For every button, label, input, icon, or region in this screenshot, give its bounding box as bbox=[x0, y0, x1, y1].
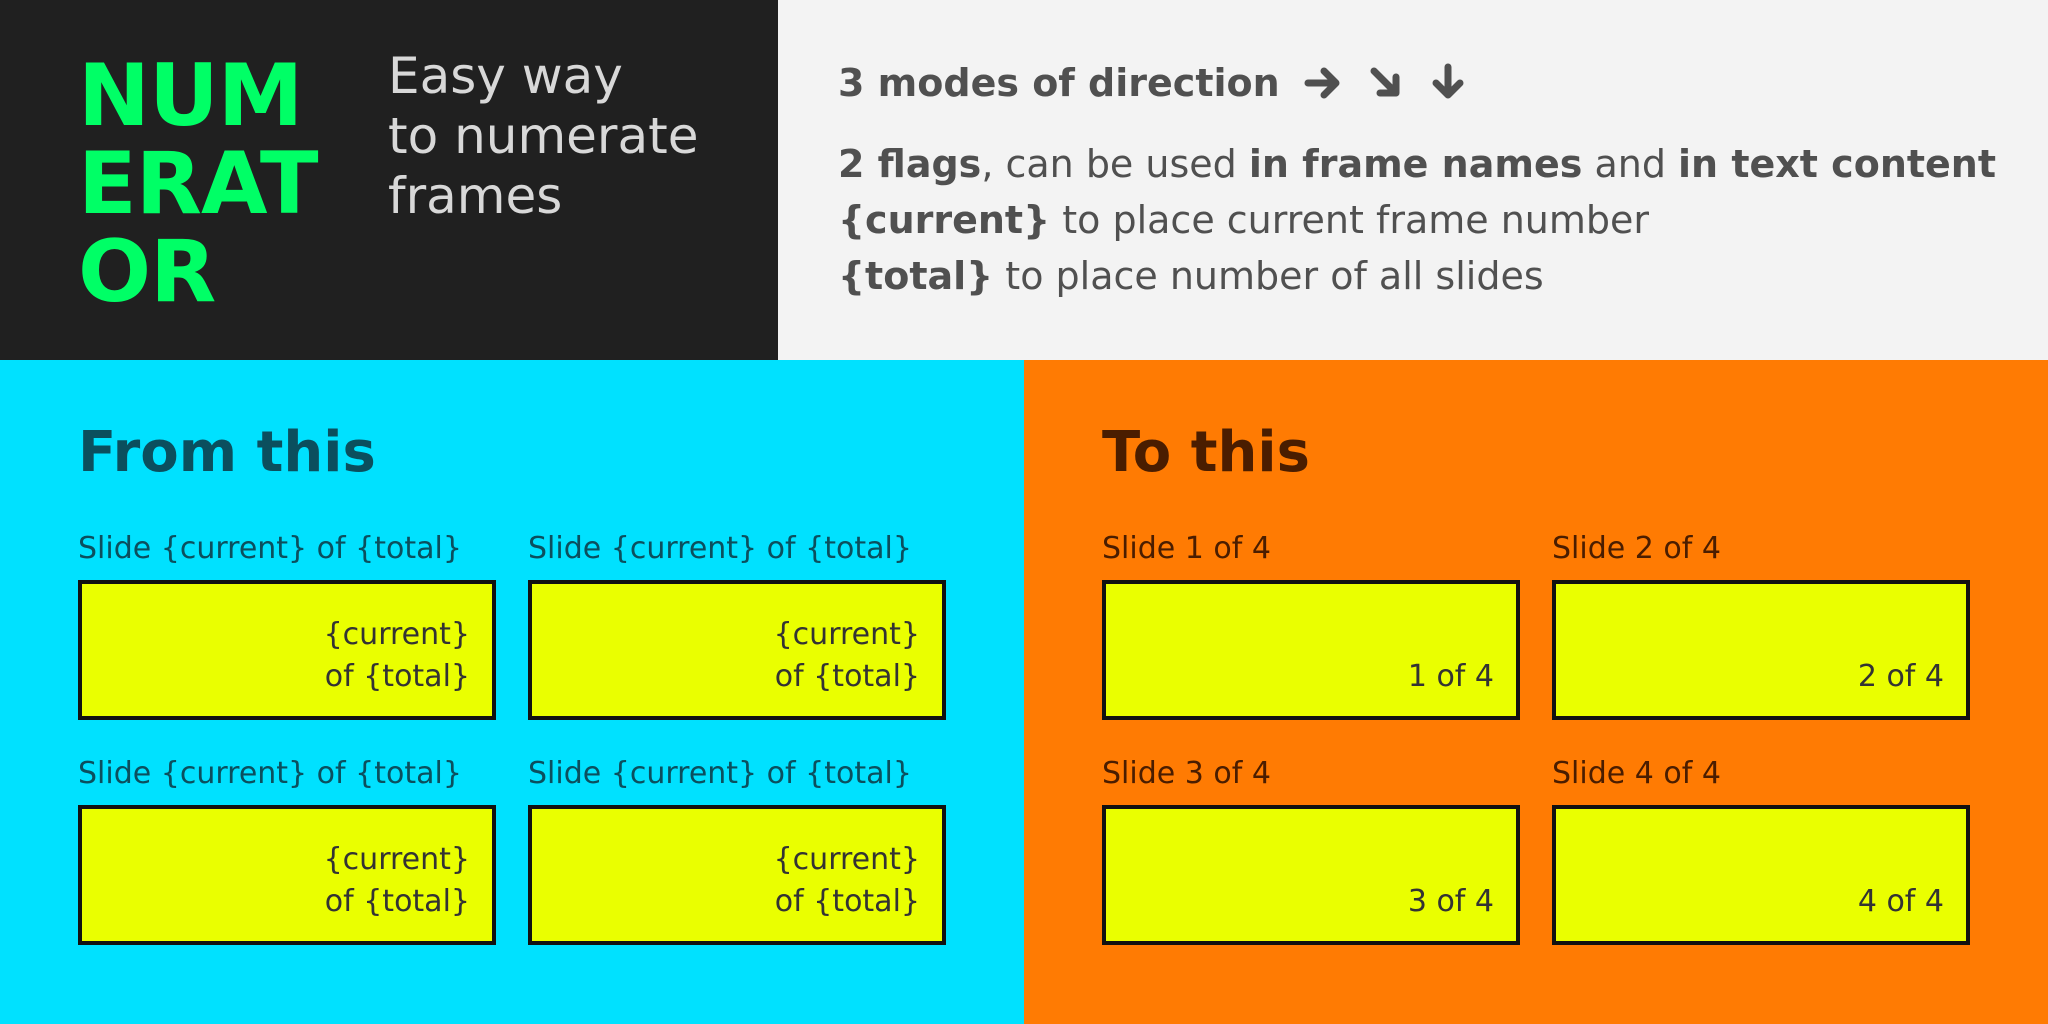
modes-text: 3 modes of direction bbox=[838, 61, 1280, 105]
logo-line: OR bbox=[78, 222, 216, 322]
slide-text: 2 of 4 bbox=[1857, 659, 1944, 694]
total-flag-line: {total} to place number of all slides bbox=[838, 248, 1996, 304]
tagline: Easy way to numerate frames bbox=[388, 46, 768, 226]
tagline-line: frames bbox=[388, 167, 563, 225]
header-dark-block bbox=[0, 0, 778, 360]
direction-icons bbox=[1302, 61, 1488, 105]
total-flag: {total} bbox=[838, 254, 994, 298]
slide-text: 1 of 4 bbox=[1407, 659, 1494, 694]
slide-text: {current} of {total} bbox=[774, 614, 920, 698]
current-flag-line: {current} to place current frame number bbox=[838, 192, 1996, 248]
flags-info: 2 flags, can be used in frame names and … bbox=[838, 136, 1996, 304]
header-light-block bbox=[778, 0, 2048, 360]
slide-text-line: of {total} bbox=[324, 884, 470, 919]
slide-label: Slide {current} of {total} bbox=[78, 531, 462, 566]
slide-frame: {current} of {total} bbox=[528, 805, 946, 945]
slide-text-line: {current} bbox=[773, 842, 920, 877]
flags-text: and bbox=[1582, 142, 1679, 186]
slide-text: 4 of 4 bbox=[1857, 884, 1944, 919]
slide-frame: {current} of {total} bbox=[78, 580, 496, 720]
tagline-line: to numerate bbox=[388, 107, 699, 165]
slide-text-line: {current} bbox=[323, 842, 470, 877]
slide-frame: {current} of {total} bbox=[78, 805, 496, 945]
slide-text: {current} of {total} bbox=[324, 839, 470, 923]
from-panel-title: From this bbox=[78, 420, 376, 485]
slide-frame: {current} of {total} bbox=[528, 580, 946, 720]
slide-frame: 1 of 4 bbox=[1102, 580, 1520, 720]
flags-usage-text: in text content bbox=[1678, 142, 1997, 186]
flags-line: 2 flags, can be used in frame names and … bbox=[838, 136, 1996, 192]
current-flag-description: to place current frame number bbox=[1050, 198, 1650, 242]
logo-line: NUM bbox=[78, 46, 303, 146]
slide-text-line: of {total} bbox=[324, 659, 470, 694]
slide-text-line: {current} bbox=[773, 617, 920, 652]
slide-label: Slide 1 of 4 bbox=[1102, 531, 1271, 566]
slide-frame: 4 of 4 bbox=[1552, 805, 1970, 945]
slide-frame: 3 of 4 bbox=[1102, 805, 1520, 945]
slide-text-line: of {total} bbox=[774, 884, 920, 919]
logo: NUM ERAT OR bbox=[78, 52, 378, 316]
slide-label: Slide 4 of 4 bbox=[1552, 756, 1721, 791]
arrow-down-right-icon bbox=[1364, 61, 1408, 105]
flags-usage-names: in frame names bbox=[1248, 142, 1583, 186]
arrow-down-icon bbox=[1426, 61, 1470, 105]
tagline-line: Easy way bbox=[388, 47, 623, 105]
direction-modes: 3 modes of direction bbox=[838, 58, 1488, 108]
slide-label: Slide {current} of {total} bbox=[528, 756, 912, 791]
slide-frame: 2 of 4 bbox=[1552, 580, 1970, 720]
slide-text-line: {current} bbox=[323, 617, 470, 652]
current-flag: {current} bbox=[838, 198, 1051, 242]
flags-text: , can be used bbox=[981, 142, 1249, 186]
logo-line: ERAT bbox=[78, 134, 319, 234]
total-flag-description: to place number of all slides bbox=[993, 254, 1544, 298]
slide-text: {current} of {total} bbox=[774, 839, 920, 923]
slide-label: Slide 2 of 4 bbox=[1552, 531, 1721, 566]
slide-text: {current} of {total} bbox=[324, 614, 470, 698]
to-panel-title: To this bbox=[1102, 420, 1310, 485]
slide-text: 3 of 4 bbox=[1407, 884, 1494, 919]
arrow-right-icon bbox=[1302, 61, 1346, 105]
slide-text-line: of {total} bbox=[774, 659, 920, 694]
slide-label: Slide 3 of 4 bbox=[1102, 756, 1271, 791]
slide-label: Slide {current} of {total} bbox=[78, 756, 462, 791]
flags-count: 2 flags bbox=[838, 142, 982, 186]
slide-label: Slide {current} of {total} bbox=[528, 531, 912, 566]
